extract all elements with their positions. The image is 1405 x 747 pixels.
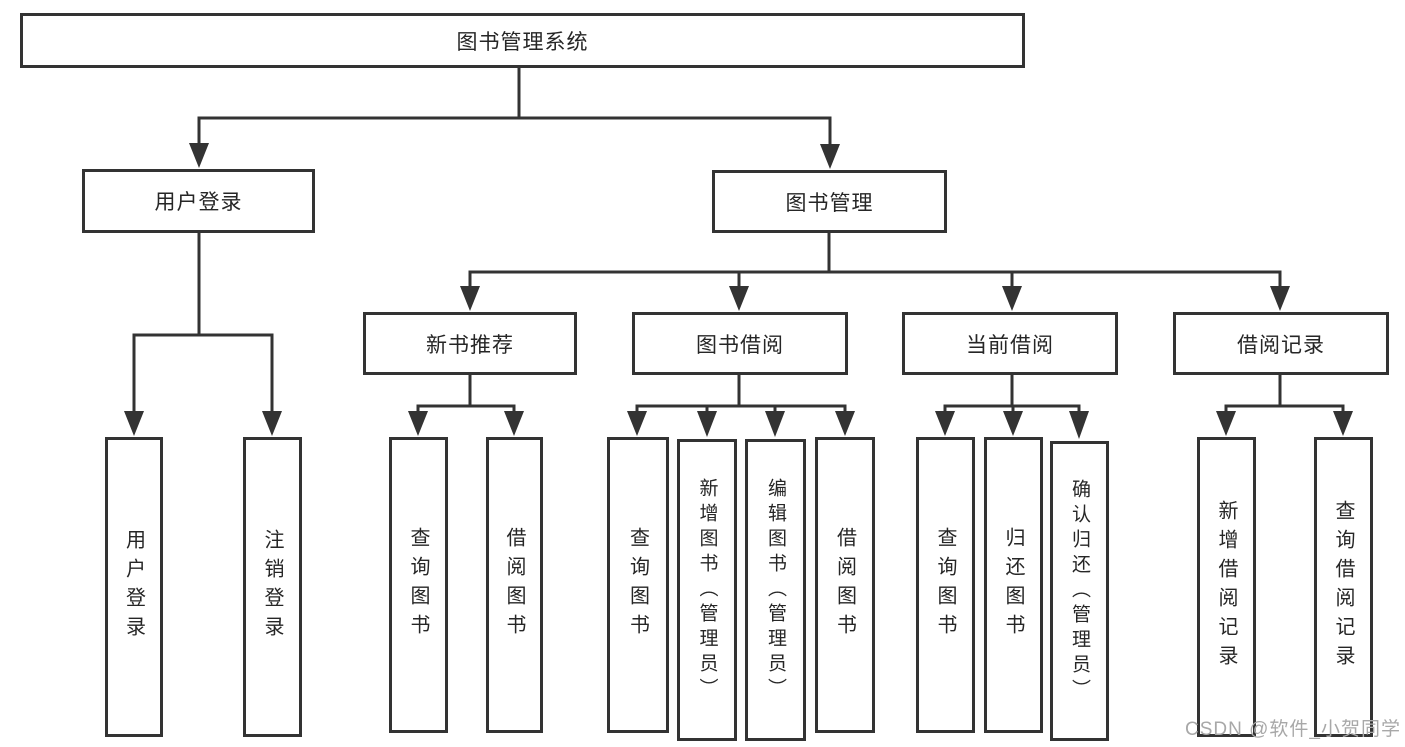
connector-borrow-records-children	[1216, 375, 1353, 436]
leaf-add-book-admin: 新增图书（管理员）	[677, 439, 737, 741]
connector-current-borrow-children	[935, 375, 1089, 439]
node-book-management: 图书管理	[712, 170, 947, 233]
leaf-recommend-query-books: 查询图书	[389, 437, 448, 733]
leaf-logout: 注销登录	[243, 437, 302, 737]
leaf-confirm-return-admin: 确认归还（管理员）	[1050, 441, 1109, 741]
connector-new-book-recommend-children	[408, 375, 524, 436]
node-book-borrow: 图书借阅	[632, 312, 848, 375]
leaf-edit-book-admin: 编辑图书（管理员）	[745, 439, 806, 741]
node-user-login: 用户登录	[82, 169, 315, 233]
connector-root-to-level2	[189, 68, 840, 169]
leaf-recommend-borrow-books: 借阅图书	[486, 437, 543, 733]
leaf-user-login: 用户登录	[105, 437, 163, 737]
leaf-borrow-query-books: 查询图书	[607, 437, 669, 733]
node-new-book-recommend: 新书推荐	[363, 312, 577, 375]
node-borrow-records: 借阅记录	[1173, 312, 1389, 375]
leaf-add-borrow-record: 新增借阅记录	[1197, 437, 1256, 737]
leaf-borrow-books: 借阅图书	[815, 437, 875, 733]
leaf-query-borrow-record: 查询借阅记录	[1314, 437, 1373, 737]
leaf-return-books: 归还图书	[984, 437, 1043, 733]
leaf-current-query-books: 查询图书	[916, 437, 975, 733]
csdn-watermark: CSDN @软件_小贺同学	[1185, 719, 1401, 740]
node-current-borrow: 当前借阅	[902, 312, 1118, 375]
connector-book-borrow-children	[627, 375, 855, 437]
node-library-system: 图书管理系统	[20, 13, 1025, 68]
connector-user-login-children	[124, 233, 282, 436]
connector-book-management-modules	[460, 233, 1290, 311]
